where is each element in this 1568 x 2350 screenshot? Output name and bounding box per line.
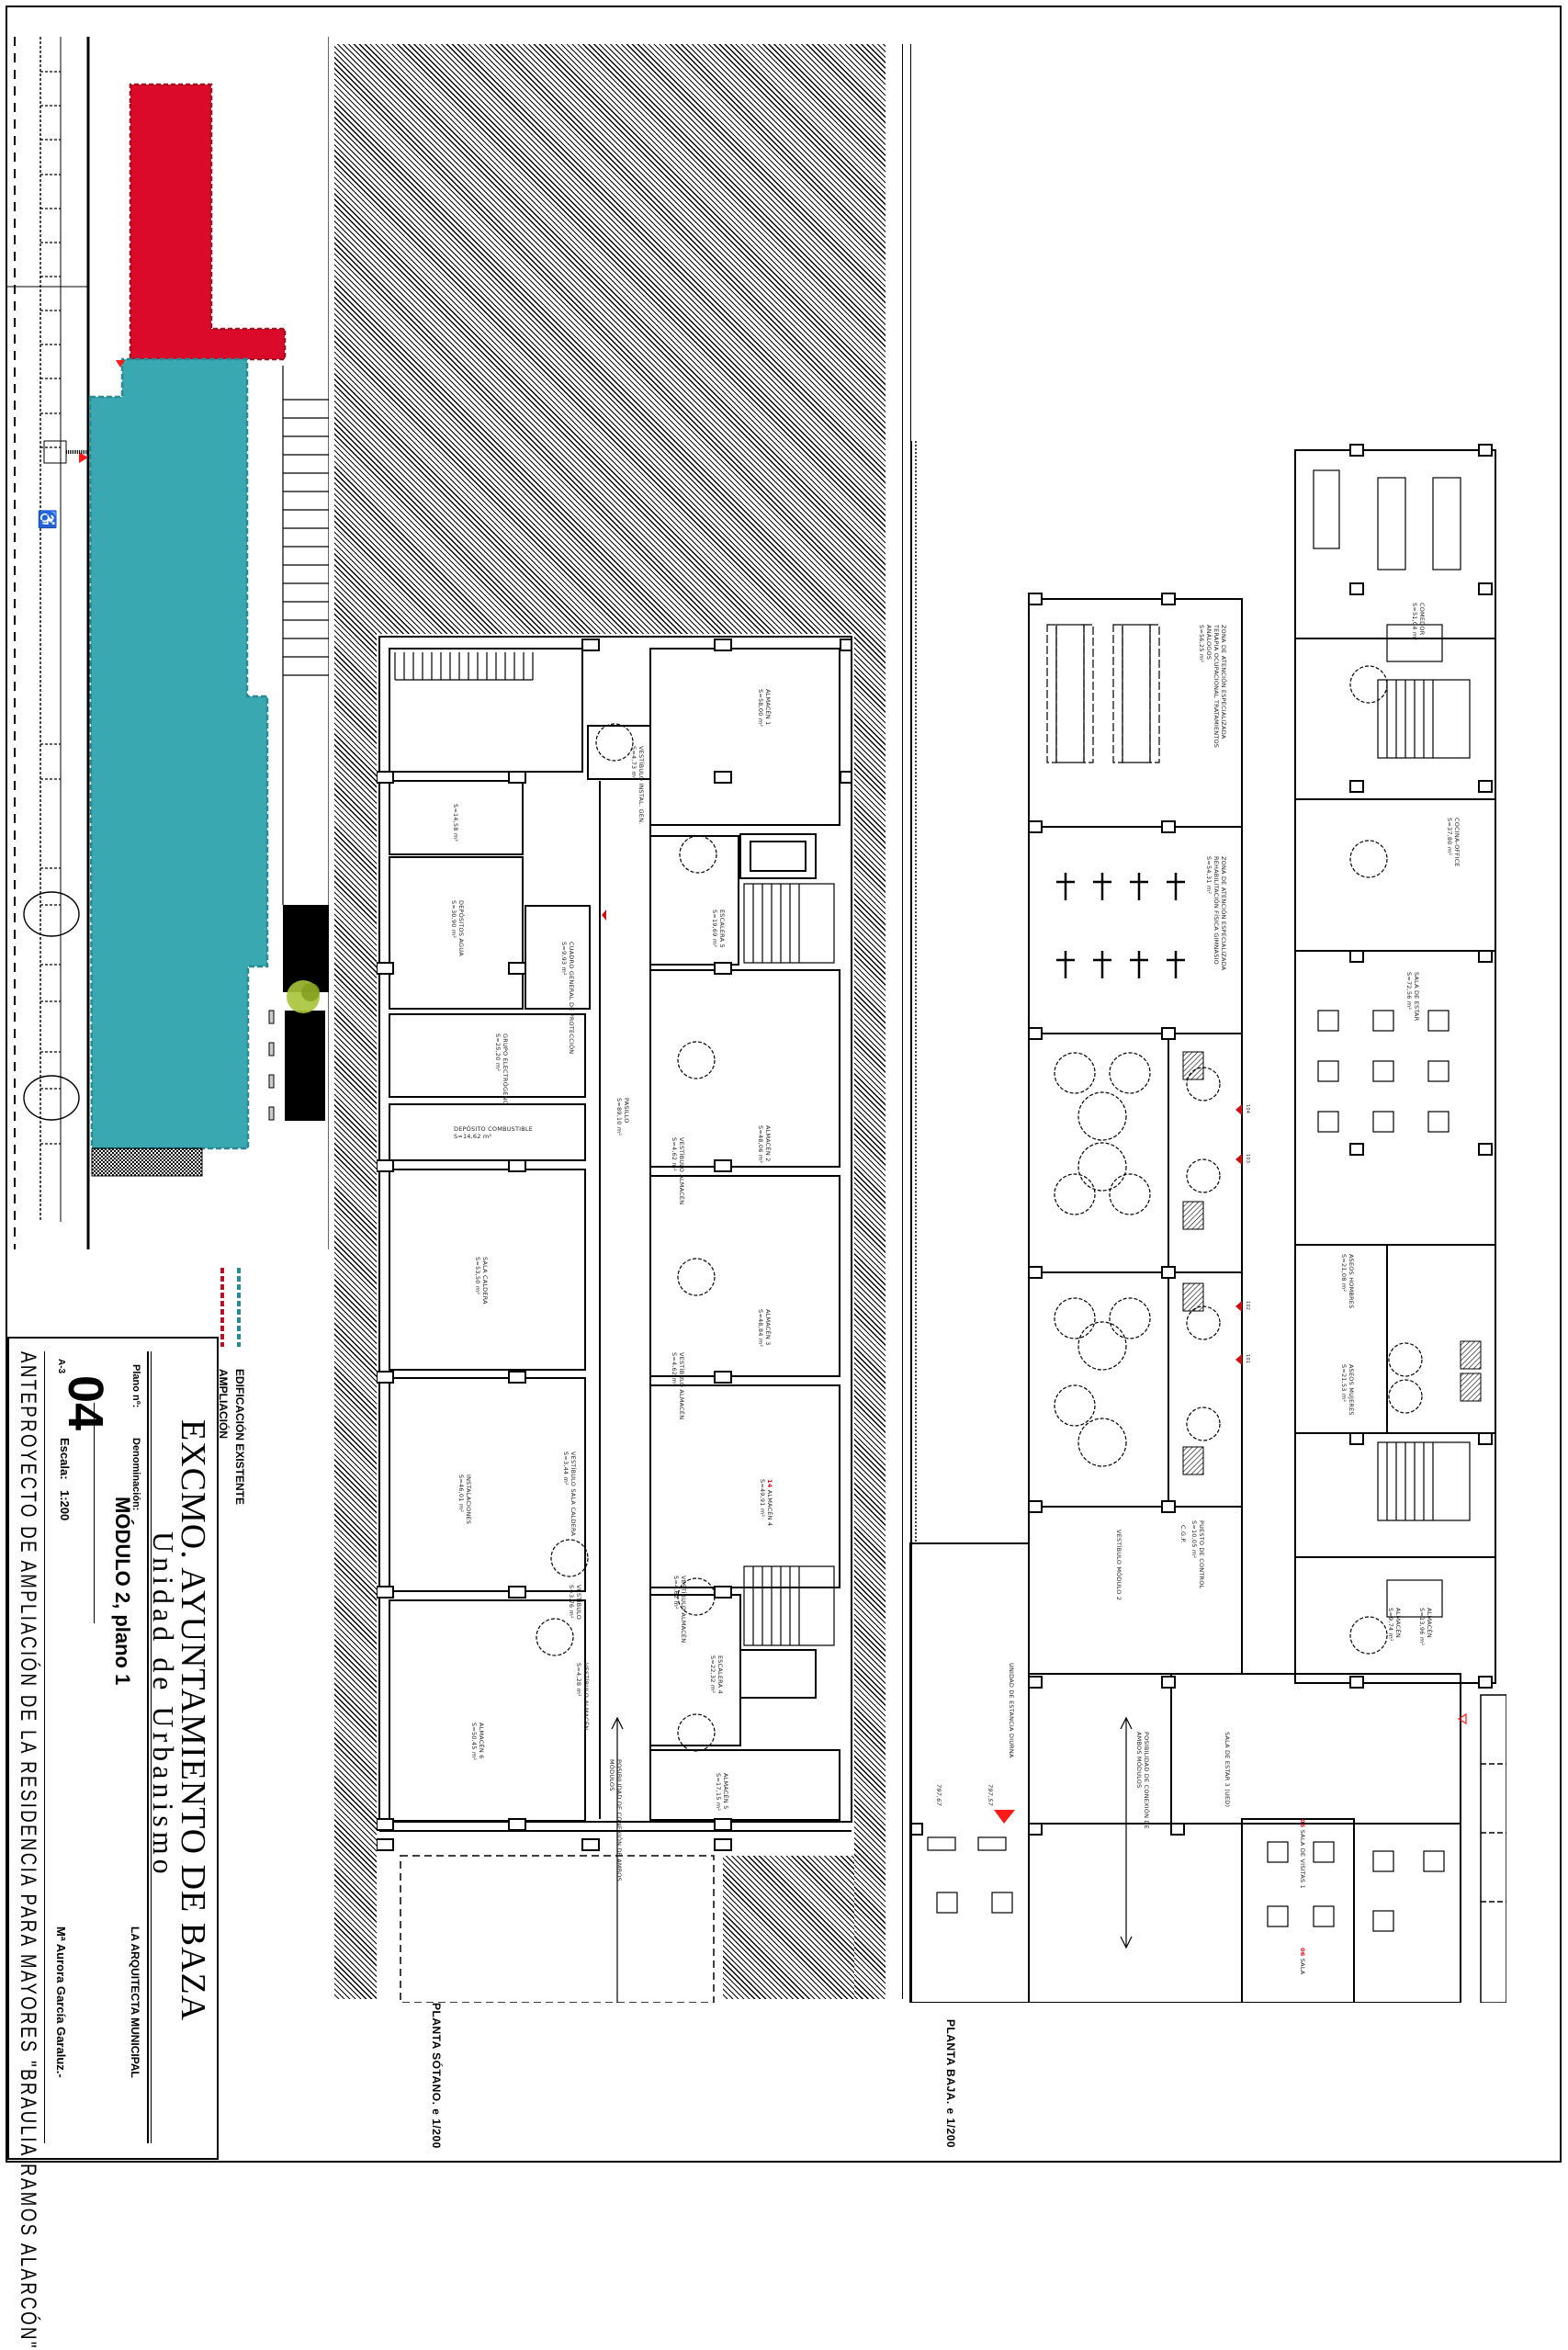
sotano-earth-hatch-lower xyxy=(723,1856,854,1999)
legend-label-existente: EDIFICACIÓN EXISTENTE xyxy=(233,1369,246,1506)
site-plan-drawing xyxy=(7,37,330,1249)
drawing-sheet-frame xyxy=(6,6,1562,2163)
baja-floorplan xyxy=(908,441,1507,2004)
site-plan: ♿ xyxy=(7,37,330,1249)
architect-name: Mª Aurora García Garaluz.- xyxy=(54,1926,68,2078)
bedroom-tag: 101 xyxy=(1245,1354,1250,1364)
plan-number: 04 xyxy=(58,1375,113,1431)
level-mark: 797,67 xyxy=(935,1784,942,1806)
title-rule xyxy=(94,1403,95,1623)
title-rule xyxy=(44,1351,45,2143)
wheelchair-icon: ♿ xyxy=(38,509,57,530)
plan-number-label: Plano nº: xyxy=(130,1364,141,1408)
department-name: Unidad de Urbanismo xyxy=(147,1531,180,1879)
title-rule xyxy=(147,1351,149,2143)
bedroom-tag: 103 xyxy=(1245,1154,1250,1164)
connection-annotation: POSIBILIDAD DE CONEXIÓN DE AMBOS MÓDULOS xyxy=(1135,1732,1150,1829)
connection-annotation: POSIBILIDAD DE CONEXIÓN DE AMBOS MÓDULOS xyxy=(608,1759,623,1881)
title-rule xyxy=(151,1351,152,2143)
room-label: VESTÍBULO MÓDULO 2 xyxy=(1115,1530,1122,1601)
room-label: ZONA DE ATENCIÓN ESPECIALIZADA TERAPIA O… xyxy=(1198,625,1227,749)
scale-label: Escala: xyxy=(58,1438,72,1480)
room-label: SALA DE ESTAR 3 (UED) xyxy=(1224,1732,1231,1808)
room-label: 05 SALA DE VISITAS 1 xyxy=(1299,1819,1306,1889)
plan-baja: ZONA DE ATENCIÓN ESPECIALIZADA TERAPIA O… xyxy=(908,441,1507,2004)
architect-role: LA ARQUITECTA MUNICIPAL xyxy=(129,1926,141,2078)
room-label: ZONA DE ATENCIÓN ESPECIALIZADA REHABILIT… xyxy=(1205,856,1227,971)
bedroom-tag: 102 xyxy=(1245,1301,1250,1311)
room-label: VESTÍBULO INSTAL. GEN.S=4,73 m² xyxy=(630,746,645,825)
denomination-value: MÓDULO 2, plano 1 xyxy=(111,1497,134,1686)
room-label: UNIDAD DE ESTANCIA DIURNA xyxy=(1008,1663,1015,1758)
bedroom-tag: 104 xyxy=(1245,1104,1250,1114)
room-label: 06 SALA xyxy=(1299,1948,1306,1975)
sotano-floorplan xyxy=(376,636,852,2004)
room-label: C.G.P. xyxy=(1179,1525,1187,1543)
format-label: A-3 xyxy=(56,1359,66,1374)
title-block: EXCMO. AYUNTAMIENTO DE BAZA Unidad de Ur… xyxy=(7,1337,219,2350)
legend-swatch-ampliacion xyxy=(220,1268,224,1347)
legend-label-ampliacion: AMPLIACIÓN xyxy=(217,1369,230,1439)
room-label: S=14,58 m² xyxy=(452,804,459,842)
plan-title-baja: PLANTA BAJA. e 1/200 xyxy=(944,2019,957,2149)
level-mark: 797,57 xyxy=(987,1784,994,1806)
scale-value: 1:200 xyxy=(58,1490,72,1521)
legend-swatch-existente xyxy=(237,1268,241,1347)
plan-title-sotano: PLANTA SÓTANO. e 1/200 xyxy=(430,2003,443,2149)
project-title: ANTEPROYECTO DE AMPLIACIÓN DE LA RESIDEN… xyxy=(16,1351,40,2350)
legend: EDIFICACIÓN EXISTENTE AMPLIACIÓN xyxy=(211,1268,266,1505)
